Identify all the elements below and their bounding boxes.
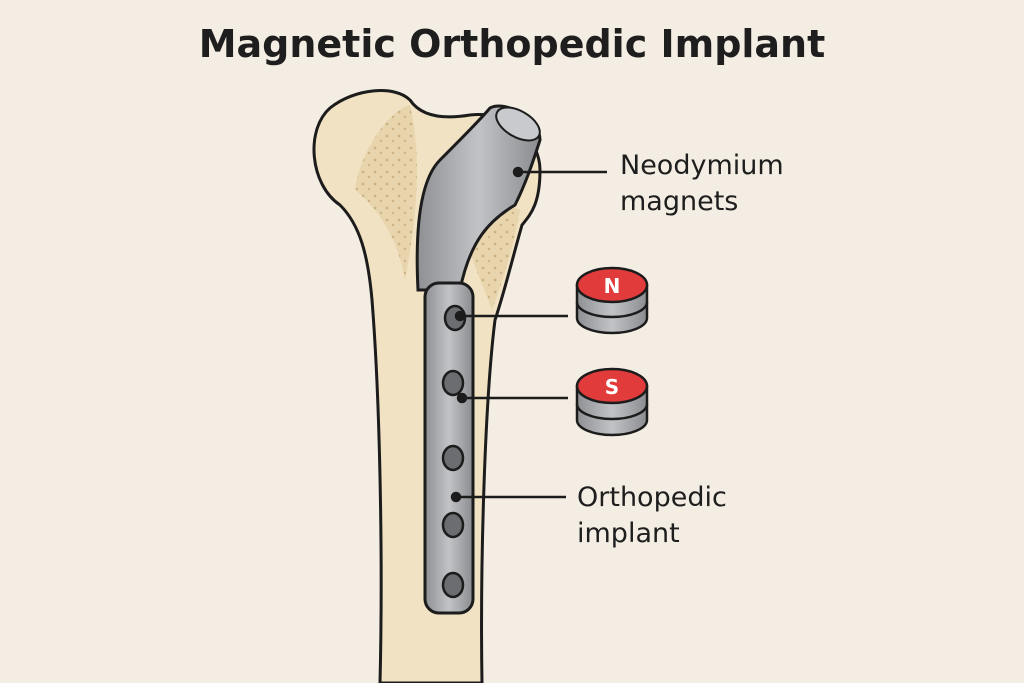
magnet-south: S bbox=[575, 367, 649, 437]
screw-hole bbox=[441, 444, 465, 472]
label-line: Orthopedic bbox=[577, 482, 727, 513]
label-line: Neodymium bbox=[620, 150, 784, 181]
screw-holes bbox=[441, 304, 467, 599]
magnet-pole-label: N bbox=[604, 274, 621, 298]
screw-hole bbox=[441, 369, 465, 397]
screw-hole bbox=[441, 511, 465, 539]
leader-lines bbox=[450, 166, 607, 503]
spongy-bone bbox=[355, 105, 417, 280]
label-line: implant bbox=[577, 518, 680, 549]
magnet-north: N bbox=[575, 266, 649, 335]
label-orthopedic-implant: Orthopedic implant bbox=[577, 480, 727, 552]
label-line: magnets bbox=[620, 186, 739, 217]
diagram-title: Magnetic Orthopedic Implant bbox=[198, 22, 826, 66]
label-neodymium-magnets: Neodymium magnets bbox=[620, 148, 784, 220]
implant-neck-top bbox=[495, 106, 541, 142]
magnet-pole-label: S bbox=[605, 375, 619, 399]
screw-hole bbox=[441, 571, 465, 599]
